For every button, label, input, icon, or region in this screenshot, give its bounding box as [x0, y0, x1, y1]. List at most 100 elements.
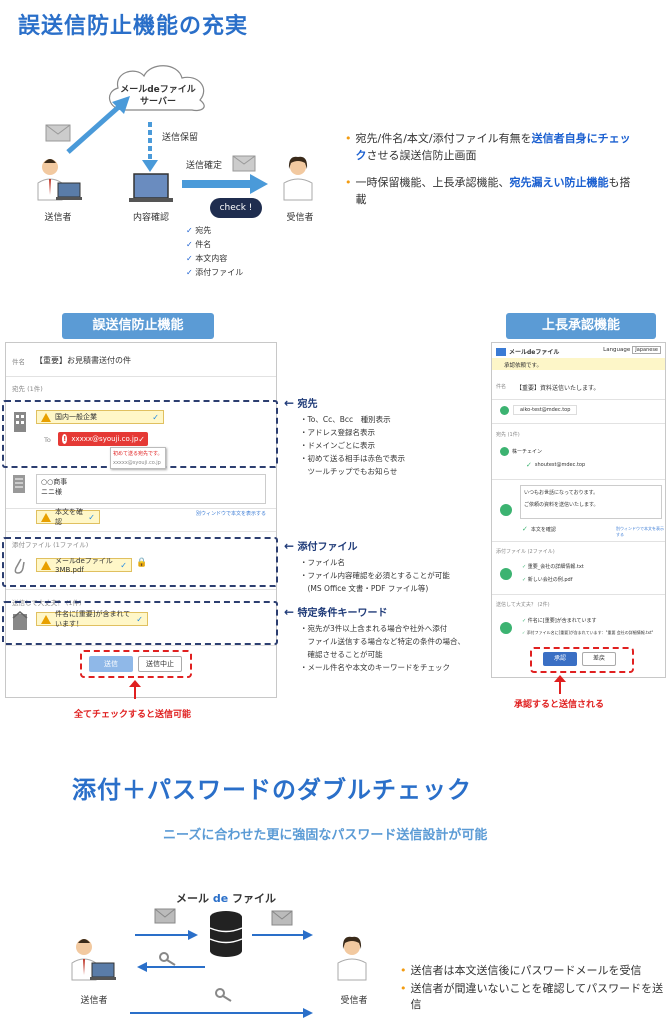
password-flow-diagram — [130, 908, 313, 1018]
lock-icon: 🔒 — [136, 558, 148, 568]
content-check-label: 内容確認 — [132, 213, 169, 223]
bullet-item: • 一時保留機能、上長承認機能、宛先漏えい防止機能も搭載 — [345, 176, 631, 206]
feature-line: ・メール件名や本文のキーワードをチェック — [300, 663, 450, 672]
to-org: 株ーチェイン — [512, 449, 543, 455]
checklist-item: ✓ 添付ファイル — [186, 268, 244, 277]
envelope-icon — [232, 155, 256, 172]
cloud-label: メールdeファイル サーバー — [113, 84, 203, 108]
feature-title: 特定条件キーワード — [297, 608, 388, 619]
attachment-confirm-box[interactable]: メールdeファイル3MB.pdf ✓ — [36, 557, 132, 574]
approval-body-confirm[interactable]: ✓ 本文を確認 — [522, 525, 556, 533]
section1-bullets: • 宛先/件名/本文/添付ファイル有無を送信者自身にチェックさせる誤送信防止画面… — [345, 130, 635, 208]
reject-button[interactable]: 差戻 — [582, 652, 616, 666]
logo-icon — [496, 347, 506, 356]
approval-subject-row: 件名 【重要】資料送信いたします。 — [496, 383, 599, 392]
check-icon: ✓ — [136, 614, 143, 624]
keyword-header: 送信して大丈夫？ (2件) — [496, 602, 550, 608]
check-icon — [500, 405, 509, 415]
keyword-warning-box[interactable]: 件名に[重要]が含まれています！ ✓ — [36, 610, 148, 628]
cloud-label-line1: メールdeファイル — [120, 85, 196, 95]
brand-name: メールdeファイル — [509, 349, 560, 356]
feature-title: 添付ファイル — [297, 542, 358, 553]
bullet-item: •送信者が間違いないことを確認してパスワードを送信 — [400, 982, 664, 1011]
approval-sender-row: aiko-test@mdec.top — [500, 405, 578, 415]
attach-check-icon — [500, 565, 512, 584]
send-buttons-area — [80, 650, 192, 678]
org-name: 国内一般企業 — [55, 413, 97, 421]
laptop-icon — [129, 173, 173, 202]
feature-line: 確認させることが可能 — [300, 650, 383, 659]
body-line: ○○商事 — [41, 478, 68, 486]
body-line: いつもお世話になっております。 — [524, 490, 599, 496]
inbox-icon — [12, 611, 28, 630]
up-arrow-icon — [554, 675, 566, 694]
first-time-recipient[interactable]: ! xxxxx@syouji.co.jp ✓ — [58, 432, 148, 446]
feature-line: ・ファイル内容確認を必須とすることが可能 — [300, 571, 450, 580]
attachment-check-area — [2, 537, 278, 587]
check-icon — [500, 447, 509, 456]
cancel-send-button[interactable]: 送信中止 — [138, 656, 182, 672]
sender-label: 送信者 — [80, 996, 108, 1006]
open-body-link[interactable]: 別ウィンドウで本文を表示する — [616, 526, 664, 537]
document-icon — [13, 475, 25, 493]
to-header: 宛先 (1件) — [12, 385, 43, 393]
body-check-icon — [500, 501, 512, 520]
keyword-check-area — [2, 601, 278, 645]
approval-note: 承認すると送信される — [514, 700, 605, 710]
warning-icon — [41, 614, 51, 624]
paperclip-icon — [14, 558, 25, 574]
brand-label: メール de ファイル — [176, 892, 277, 905]
receiver-person-icon — [337, 936, 367, 981]
body-preview[interactable]: ○○商事 ニニ様 — [36, 474, 266, 504]
to-email: shoutest@mdec.top — [534, 462, 586, 468]
database-icon — [209, 911, 243, 957]
feature-line: ・To、Cc、Bcc 種別表示 — [300, 415, 391, 424]
receiver-label: 受信者 — [286, 213, 314, 223]
language-selector[interactable]: Language Japanese — [603, 346, 661, 354]
to-header: 宛先 (1件) — [496, 432, 520, 438]
keyword-warning-text: 件名に[重要]が含まれています！ — [55, 610, 131, 628]
section3-subtitle: ニーズに合わせた更に強固なパスワード送信設計が可能 — [163, 828, 488, 843]
attachment-item: ✓ 新しい会社の例.pdf — [522, 577, 573, 583]
hold-arrow — [142, 122, 158, 172]
send-arrow — [182, 174, 268, 194]
checklist-item: ✓ 件名 — [186, 240, 212, 249]
send-button[interactable]: 送信 — [89, 656, 133, 672]
approval-to-email: ✓ shoutest@mdec.top — [526, 461, 586, 469]
body-confirm-box[interactable]: 本文を確認 ✓ — [36, 508, 100, 526]
approval-notice: 承認依頼です。 — [492, 358, 665, 370]
approval-pill: 上長承認機能 — [506, 313, 656, 339]
feature-line: ツールチップでもお知らせ — [300, 467, 398, 476]
section3-bullets: •送信者は本文送信後にパスワードメールを受信 •送信者が間違いないことを確認して… — [400, 963, 665, 1013]
open-body-link[interactable]: 別ウィンドウで本文を表示する — [196, 511, 267, 517]
first-time-tooltip: 初めて送る宛先です。 xxxxx@syouji.co.jp — [110, 447, 166, 469]
section1-title: 誤送信防止機能の充実 — [18, 14, 249, 39]
tooltip-email: xxxxx@syouji.co.jp — [113, 460, 161, 466]
section3-title: 添付＋パスワードのダブルチェック — [72, 776, 472, 804]
all-check-note: 全てチェックすると送信可能 — [74, 710, 192, 720]
email-value: xxxxx@syouji.co.jp — [71, 435, 139, 443]
subject-value: 【重要】資料送信いたします。 — [516, 385, 600, 392]
cloud-icon — [108, 65, 205, 112]
approval-body-preview[interactable]: いつもお世話になっております。 ご依頼の資料を送信いたします。 — [520, 485, 662, 519]
approve-button[interactable]: 承認 — [543, 652, 577, 666]
checklist-item: ✓ 宛先 — [186, 226, 212, 235]
keyword-item: ✓ 添付ファイル名に[重要]が含まれています："重要 会社の詳細情報.txt" — [522, 630, 654, 635]
building-icon — [14, 412, 26, 432]
feature-recipient: ← 宛先 ・To、Cc、Bcc 種別表示 ・アドレス登録名表示 ・ドメインごとに… — [284, 395, 484, 478]
keyword-header: 送信して大丈夫？ (1件) — [12, 599, 82, 607]
org-warning[interactable]: 国内一般企業 ✓ — [36, 410, 164, 424]
tooltip-text: 初めて送る宛先です。 — [113, 451, 163, 457]
bullet-item: •送信者は本文送信後にパスワードメールを受信 — [400, 964, 642, 977]
envelope-icon — [45, 124, 71, 142]
language-select[interactable]: Japanese — [632, 346, 661, 354]
warning-icon — [41, 560, 51, 570]
upload-arrow — [66, 96, 130, 154]
checklist: ✓ 宛先 ✓ 件名 ✓ 本文内容 ✓ 添付ファイル — [186, 224, 243, 280]
body-line: ニニ様 — [41, 488, 62, 496]
language-label: Language — [603, 347, 631, 353]
sender-email: aiko-test@mdec.top — [513, 405, 578, 415]
check-icon: ✓ — [120, 560, 127, 570]
subject-value: 【重要】お見積書送付の件 — [35, 356, 131, 365]
subject-row: 件名 【重要】お見積書送付の件 — [12, 355, 131, 366]
